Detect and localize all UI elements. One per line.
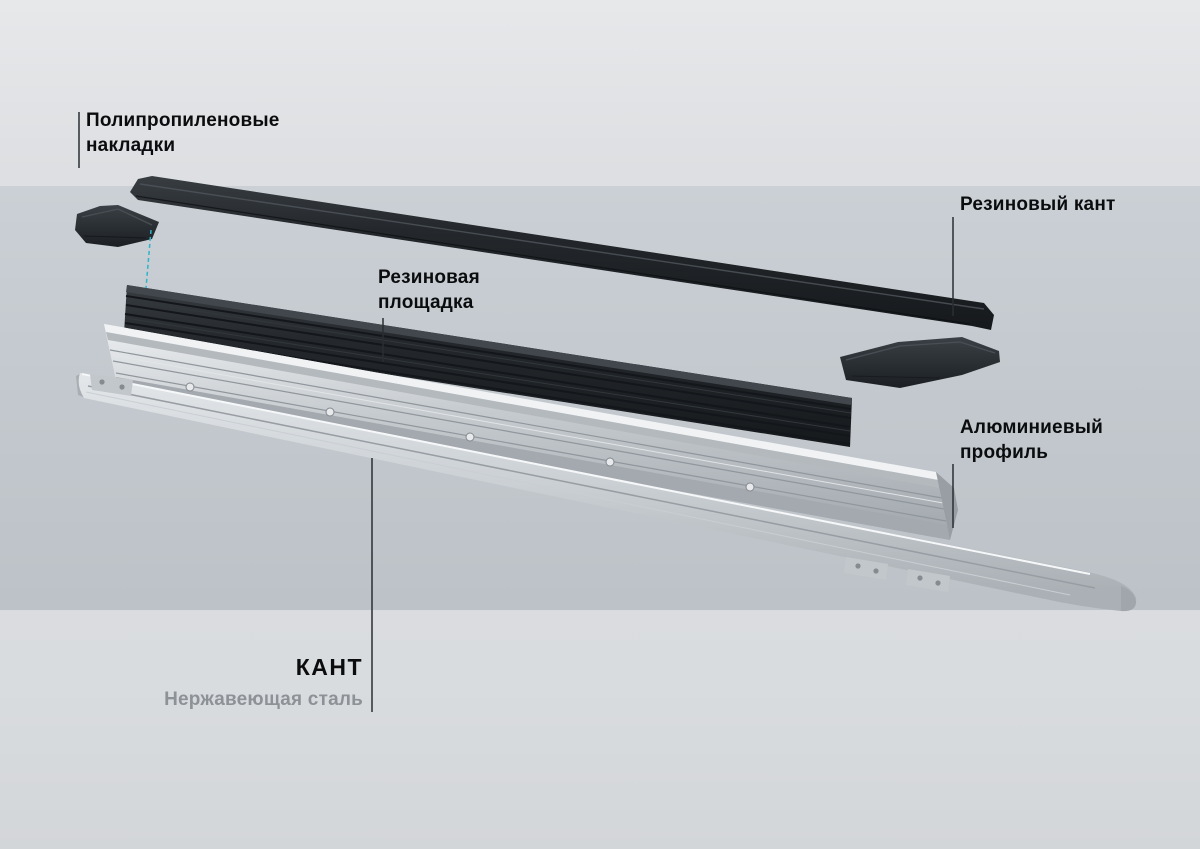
label-rubber-edge: Резиновый кант [960, 194, 1116, 215]
assembly-dash-line [145, 229, 152, 289]
label-kant-block: КАНТ Нержавеющая сталь [60, 652, 363, 712]
mounting-bracket-right-2 [906, 569, 950, 592]
mounting-bracket-right-1 [844, 557, 888, 580]
rubber-edge-strip [130, 176, 994, 330]
label-rubber-platform: Резиновая площадка [378, 267, 480, 314]
label-kant-title: КАНТ [295, 654, 363, 680]
aluminum-screw-holes [185, 382, 755, 492]
rubber-platform [123, 285, 852, 447]
aluminum-profile [104, 324, 958, 540]
leader-lines [78, 112, 954, 712]
polypropylene-cap-right [840, 337, 1000, 388]
mounting-bracket-left [90, 374, 133, 396]
polypropylene-cap-left [75, 205, 159, 247]
steel-kant [76, 373, 1137, 612]
label-aluminum-profile: Алюминиевый профиль [960, 417, 1104, 464]
label-kant-material: Нержавеющая сталь [164, 689, 363, 711]
label-polypropylene-pads: Полипропиленовые накладки [86, 110, 280, 157]
